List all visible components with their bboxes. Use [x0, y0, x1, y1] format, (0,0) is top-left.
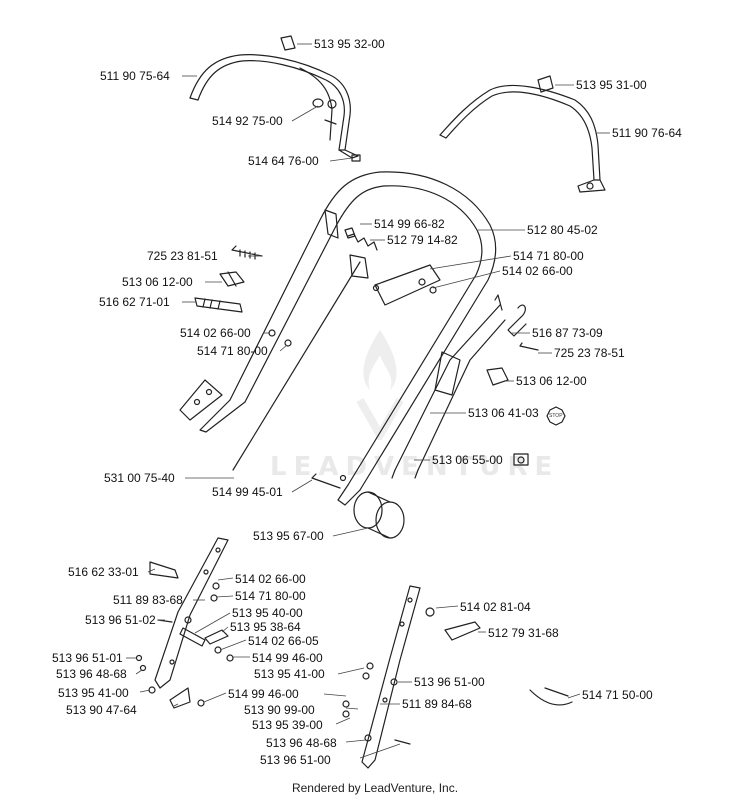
lower-bracket-left: [154, 537, 229, 689]
clip-513-06-12-00: [219, 271, 245, 287]
part-label[interactable]: 513 06 12-00: [122, 275, 193, 289]
part-label[interactable]: 516 87 73-09: [532, 326, 603, 340]
part-label[interactable]: 514 64 76-00: [248, 154, 319, 168]
main-handle: [179, 171, 497, 506]
part-label[interactable]: 511 89 83-68: [113, 593, 183, 607]
part-label[interactable]: 514 02 66-05: [248, 634, 319, 648]
bolt-514-64-76-00: [351, 154, 361, 162]
part-label[interactable]: 513 96 51-02: [85, 613, 156, 627]
part-label[interactable]: 513 06 41-03: [468, 406, 539, 420]
stop-icon: [546, 406, 566, 426]
part-label[interactable]: 512 79 31-68: [488, 626, 559, 640]
part-label[interactable]: 514 02 66-00: [180, 326, 251, 340]
footer-credit: Rendered by LeadVenture, Inc.: [291, 781, 459, 795]
part-label[interactable]: 513 90 99-00: [244, 703, 315, 717]
part-label[interactable]: 513 95 67-00: [253, 529, 324, 543]
upper-handle-left: [189, 54, 359, 159]
foot-513-90-47-64: [169, 687, 191, 709]
part-label[interactable]: 513 06 55-00: [432, 453, 503, 467]
part-label[interactable]: 516 62 71-01: [99, 295, 170, 309]
part-label[interactable]: 514 99 66-82: [374, 217, 445, 231]
bolt-514-99-45-01: [311, 473, 341, 489]
control-rod: [232, 261, 361, 471]
part-label[interactable]: 513 96 51-00: [414, 675, 485, 689]
part-label[interactable]: 513 90 47-64: [66, 703, 137, 717]
part-label[interactable]: 513 95 40-00: [232, 606, 303, 620]
part-label[interactable]: 511 90 76-64: [612, 126, 682, 140]
part-label[interactable]: 513 95 38-64: [230, 620, 301, 634]
part-label[interactable]: 725 23 81-51: [147, 249, 218, 263]
part-label[interactable]: 513 95 32-00: [314, 37, 385, 51]
part-label[interactable]: 516 62 33-01: [68, 565, 139, 579]
pin-513-95-40-00: [179, 627, 206, 647]
part-label[interactable]: 511 89 84-68: [402, 697, 472, 711]
screw-516-62-33-01: [149, 561, 179, 579]
part-label[interactable]: 514 71 80-00: [235, 589, 306, 603]
part-label[interactable]: 725 23 78-51: [554, 346, 625, 360]
part-label[interactable]: 514 92 75-00: [212, 114, 283, 128]
part-label[interactable]: 513 96 51-01: [52, 651, 123, 665]
cable-tie: [507, 304, 527, 337]
mounting-plate: [374, 264, 441, 306]
stop-icon-label: STOP: [549, 413, 563, 419]
part-label[interactable]: 513 95 31-00: [576, 78, 647, 92]
part-label[interactable]: 513 95 41-00: [58, 686, 129, 700]
cover-512-79-31-68: [444, 621, 481, 641]
upper-handle-right: [439, 84, 606, 193]
lever-icon: [513, 453, 529, 466]
clip-513-06-12-00-b: [486, 367, 509, 386]
part-label[interactable]: 513 96 48-68: [266, 736, 337, 750]
spring-clip-514-71-50-00: [529, 687, 573, 706]
part-label[interactable]: 514 02 66-00: [502, 264, 573, 278]
part-label[interactable]: 514 99 46-00: [252, 651, 323, 665]
knob-513-95-67-00: [353, 491, 405, 539]
lower-end-left: [179, 379, 223, 421]
part-label[interactable]: 514 02 66-00: [235, 572, 306, 586]
washer-514-92-75-00: [312, 98, 324, 108]
bolt-725-23-78-51: [519, 342, 539, 351]
screw-516-62-71-01: [194, 297, 243, 313]
part-label[interactable]: 513 95 41-00: [254, 667, 325, 681]
lower-bracket-right: [361, 585, 421, 769]
part-label[interactable]: 513 95 39-00: [252, 718, 323, 732]
bolt-725-23-81-51: [231, 245, 263, 260]
part-label[interactable]: 514 71 80-00: [513, 249, 584, 263]
part-label[interactable]: 511 90 75-64: [100, 69, 170, 83]
grip-513-95-31-00: [537, 75, 554, 93]
part-label[interactable]: 514 71 50-00: [582, 688, 653, 702]
part-label[interactable]: 514 02 81-04: [460, 600, 531, 614]
watermark-text: LEADVENTURE: [270, 452, 560, 482]
cable-513-06-41-03: [394, 304, 501, 471]
part-label[interactable]: 514 71 80-00: [197, 344, 268, 358]
part-label[interactable]: 513 96 51-00: [260, 753, 331, 767]
part-label[interactable]: 514 99 45-01: [212, 485, 283, 499]
part-label[interactable]: 513 06 12-00: [516, 374, 587, 388]
part-label[interactable]: 512 80 45-02: [527, 223, 598, 237]
part-label[interactable]: 512 79 14-82: [387, 233, 458, 247]
part-label[interactable]: 513 96 48-68: [56, 667, 127, 681]
part-label[interactable]: 514 99 46-00: [228, 687, 299, 701]
plate-513-95-38-64: [204, 629, 229, 645]
leader-lines: [126, 43, 610, 759]
grip-513-95-32-00: [280, 35, 296, 51]
part-label[interactable]: 531 00 75-40: [104, 471, 175, 485]
